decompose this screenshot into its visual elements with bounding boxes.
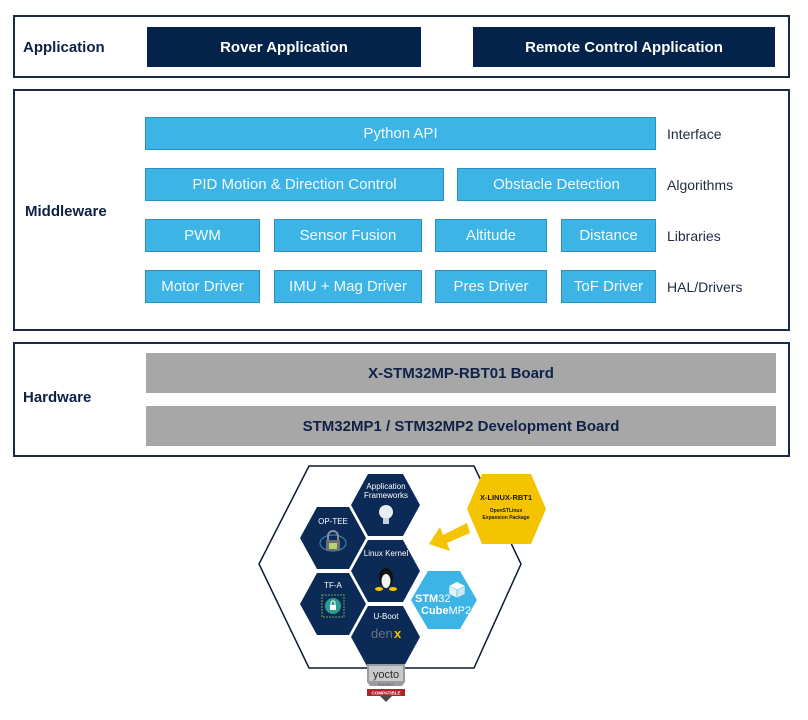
hex-application-frameworks: Application Frameworks (351, 474, 420, 536)
python-api-box: Python API (145, 117, 656, 150)
pres-driver-box: Pres Driver (435, 270, 547, 303)
altitude-box: Altitude (435, 219, 547, 252)
hex-u-boot: U-Boot den x (351, 606, 420, 668)
hex-x-linux-rbt1: X-LINUX-RBT1 OpenSTLinux Expansion Packa… (467, 474, 546, 544)
svg-text:den: den (371, 626, 393, 641)
application-layer-label: Application (23, 39, 105, 56)
expansion-subtitle-2: Expansion Package (483, 515, 530, 521)
expansion-title: X-LINUX-RBT1 (480, 493, 532, 502)
imu-mag-driver-box: IMU + Mag Driver (274, 270, 422, 303)
hex-linux-kernel: Linux Kernel (351, 540, 420, 602)
interface-row-label: Interface (667, 126, 722, 142)
rover-application-box: Rover Application (147, 27, 421, 67)
motor-driver-box: Motor Driver (145, 270, 260, 303)
cubemp2-logo-text: CubeMP2 (421, 605, 471, 617)
stm32mp-development-board-box: STM32MP1 / STM32MP2 Development Board (146, 406, 776, 446)
lightbulb-icon (379, 505, 393, 524)
chip-lock-icon (321, 594, 345, 618)
x-stm32mp-rbt01-board-box: X-STM32MP-RBT01 Board (146, 353, 776, 393)
cube-icon (448, 582, 466, 599)
remote-control-application-box: Remote Control Application (473, 27, 775, 67)
hex-label-op-tee: OP-TEE (318, 517, 348, 526)
svg-text:x: x (394, 626, 402, 641)
libraries-row-label: Libraries (667, 228, 721, 244)
yocto-project-text: PROJECT (378, 683, 395, 687)
pid-motion-control-box: PID Motion & Direction Control (145, 168, 444, 201)
hex-tf-a: TF-A (300, 573, 366, 635)
obstacle-detection-box: Obstacle Detection (457, 168, 656, 201)
hal-drivers-row-label: HAL/Drivers (667, 279, 743, 295)
cloud-lock-icon (319, 530, 347, 552)
openstlinux-outline-hexagon (258, 465, 522, 669)
denx-logo: den x (371, 626, 402, 641)
pwm-box: PWM (145, 219, 260, 252)
tof-driver-box: ToF Driver (561, 270, 656, 303)
distance-box: Distance (561, 219, 656, 252)
sensor-fusion-box: Sensor Fusion (274, 219, 422, 252)
hex-label-frameworks: Frameworks (364, 491, 408, 500)
hex-label-linux-kernel: Linux Kernel (364, 549, 409, 558)
yocto-text: yocto (373, 669, 399, 681)
tux-penguin-icon (375, 568, 397, 591)
hex-label-tf-a: TF-A (324, 581, 342, 590)
yocto-compatible-badge: yocto PROJECT COMPATIBLE (367, 664, 405, 702)
arrow-icon (429, 523, 470, 551)
yocto-compatible-text: COMPATIBLE (371, 691, 400, 696)
hex-op-tee: OP-TEE (300, 507, 366, 569)
stm32-logo-text: STM32 (415, 593, 450, 605)
hardware-layer-label: Hardware (23, 389, 92, 406)
hex-label-u-boot: U-Boot (374, 612, 400, 621)
expansion-subtitle-1: OpenSTLinux (490, 508, 523, 514)
middleware-layer-label: Middleware (25, 203, 107, 220)
hex-label-application: Application (366, 482, 405, 491)
hex-stm32cubemp2: STM32 CubeMP2 (411, 571, 477, 629)
algorithms-row-label: Algorithms (667, 177, 734, 193)
